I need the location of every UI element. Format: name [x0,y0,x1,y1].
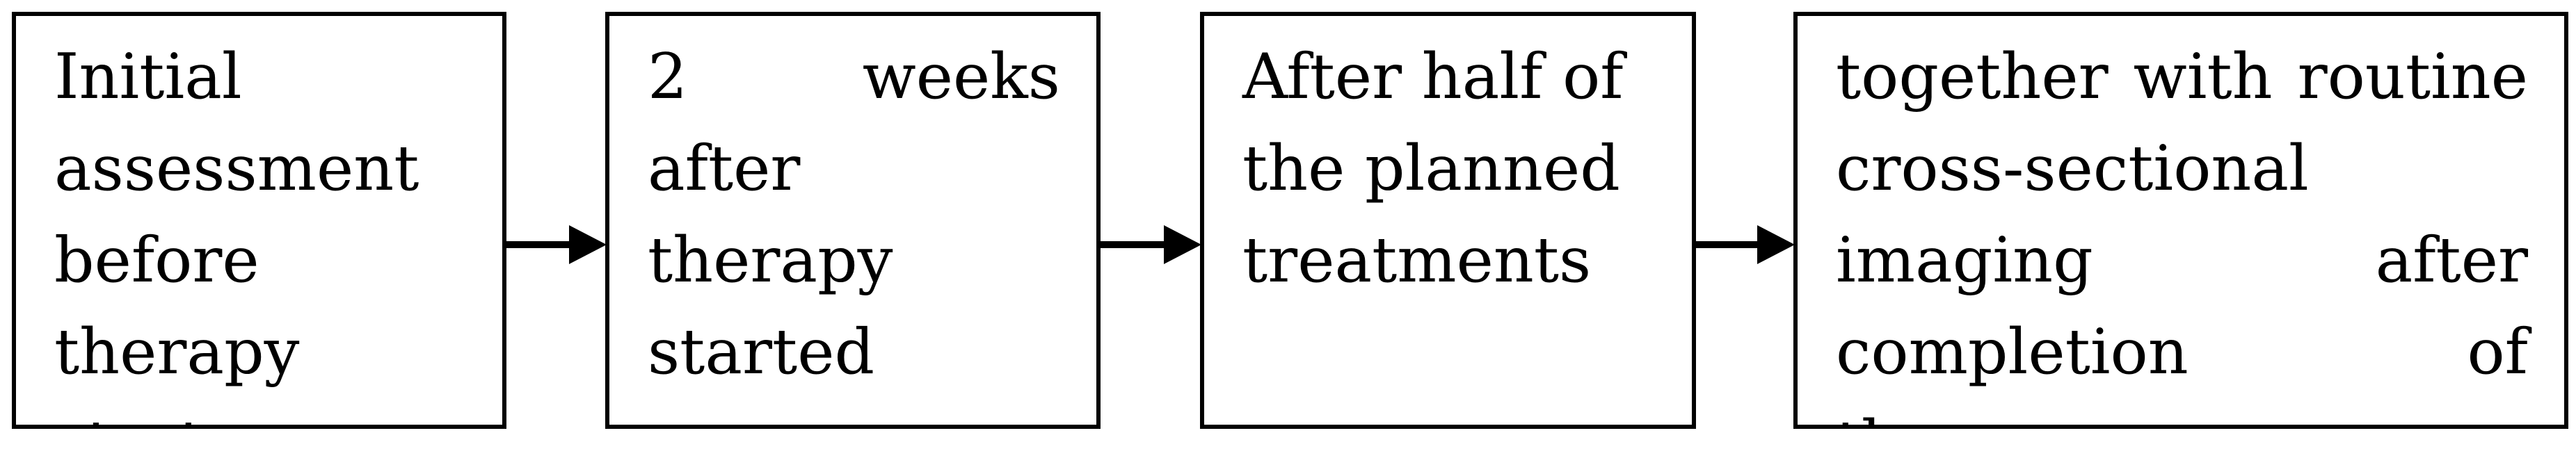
arrow-right-icon-2 [1101,225,1201,264]
flow-node-label: After half of the planned treatments [1242,40,1624,297]
flow-node-label: together with routine cross-sectional im… [1836,40,2528,425]
flow-node-two-weeks-after-therapy-started[interactable]: 2 weeks after therapy started [605,12,1101,429]
flow-node-label: Initial assessment before therapy start [54,40,419,425]
flow-node-label: 2 weeks after therapy started [648,40,1060,389]
arrow-right-icon-1 [506,225,607,264]
flow-node-initial-assessment[interactable]: Initial assessment before therapy start [12,12,506,429]
flow-node-after-half-of-planned-treatments[interactable]: After half of the planned treatments [1200,12,1696,429]
arrow-right-icon-3 [1696,225,1795,264]
flow-node-routine-cross-sectional-imaging[interactable]: together with routine cross-sectional im… [1793,12,2568,429]
